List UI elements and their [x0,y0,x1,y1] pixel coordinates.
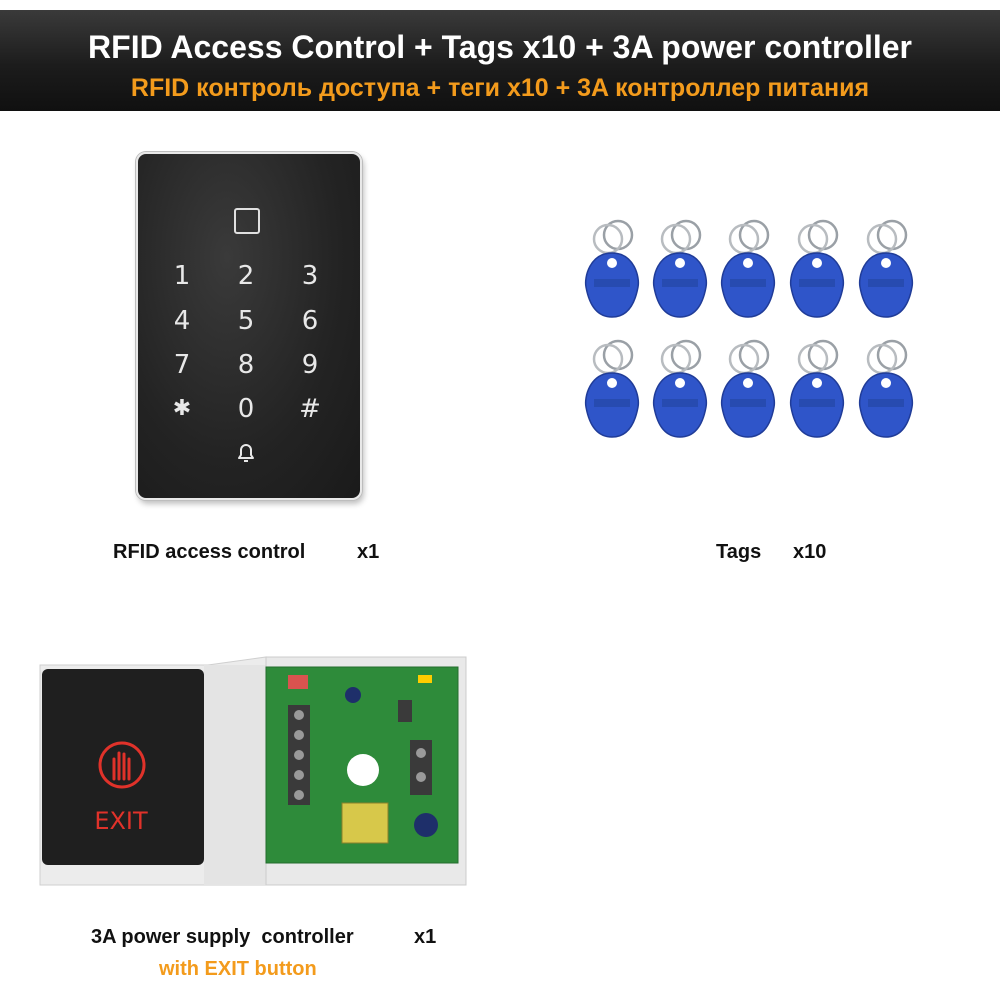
key-0: 0 [237,394,255,424]
caption-access-control-qty: x1 [357,541,380,563]
tag-7 [652,339,708,439]
tag-3 [720,219,776,319]
key-9: 9 [301,350,319,380]
caption-access-control: RFID access control [113,541,306,563]
key-1: 1 [173,261,191,291]
title-banner: RFID Access Control + Tags x10 + 3A powe… [0,10,1000,111]
tag-5 [858,219,914,319]
caption-tags-qty: x10 [793,541,827,563]
key-7: 7 [173,350,191,380]
tag-1 [584,219,640,319]
banner-subtitle: RFID контроль доступа + теги x10 + 3A ко… [130,74,870,102]
key-star: ✱ [172,396,192,421]
key-3: 3 [301,261,319,291]
power-supply-image [39,656,467,886]
rfid-tags-image [584,219,914,439]
key-8: 8 [237,350,255,380]
tag-10 [858,339,914,439]
caption-psu-qty: x1 [414,926,437,948]
exit-label: EXIT [94,807,148,835]
key-6: 6 [301,306,319,336]
card-reader-icon [234,208,260,234]
tag-6 [584,339,640,439]
hand-icon [98,741,146,789]
caption-psu-extra: with EXIT button [159,958,317,980]
key-hash: # [299,394,321,424]
banner-title: RFID Access Control + Tags x10 + 3A powe… [88,29,912,65]
bell-icon [238,444,254,462]
caption-psu: 3A power supply controller [91,926,354,948]
rfid-keypad-image: 1 2 3 4 5 6 7 8 9 ✱ 0 # [136,152,362,500]
tag-9 [789,339,845,439]
key-2: 2 [237,261,255,291]
tag-2 [652,219,708,319]
tag-8 [720,339,776,439]
key-4: 4 [173,306,191,336]
tag-4 [789,219,845,319]
key-5: 5 [237,306,255,336]
caption-tags: Tags [716,541,762,563]
